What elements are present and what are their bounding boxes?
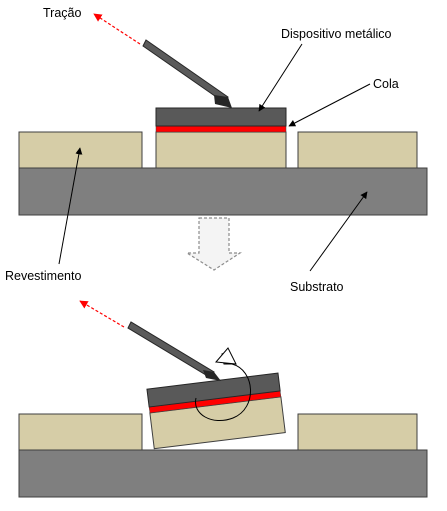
leader-revestimento — [58, 147, 83, 265]
label-tracao: Tração — [43, 6, 81, 20]
metal-device-bottom — [146, 372, 281, 408]
coating-right-top — [297, 131, 418, 169]
label-dispositivo-metalico: Dispositivo metálico — [281, 27, 392, 41]
coating-left-bottom — [18, 413, 143, 451]
glue-layer-top — [155, 125, 287, 133]
pull-rod-bottom — [127, 321, 215, 379]
label-cola: Cola — [373, 77, 399, 91]
leader-cola — [288, 83, 371, 127]
label-substrato: Substrato — [290, 280, 344, 294]
coating-center-top — [155, 131, 287, 169]
rotation-arrowhead-icon — [214, 347, 237, 365]
coating-left-top — [18, 131, 143, 169]
label-revestimento: Revestimento — [5, 269, 81, 283]
rod-tip-bottom — [203, 370, 221, 381]
metal-device-top — [155, 107, 287, 127]
top-stage — [18, 13, 428, 216]
leader-substrato — [309, 191, 368, 272]
traction-arrow-bottom — [79, 300, 125, 328]
rod-tip-top — [214, 95, 232, 108]
process-down-arrow — [184, 217, 243, 271]
bottom-stage — [18, 300, 428, 498]
traction-arrow-top — [93, 13, 141, 45]
leader-dispositivo — [258, 43, 303, 112]
pull-rod-top — [142, 39, 229, 104]
substrate-top — [18, 167, 428, 216]
substrate-bottom — [18, 449, 428, 498]
coating-right-bottom — [297, 413, 418, 451]
